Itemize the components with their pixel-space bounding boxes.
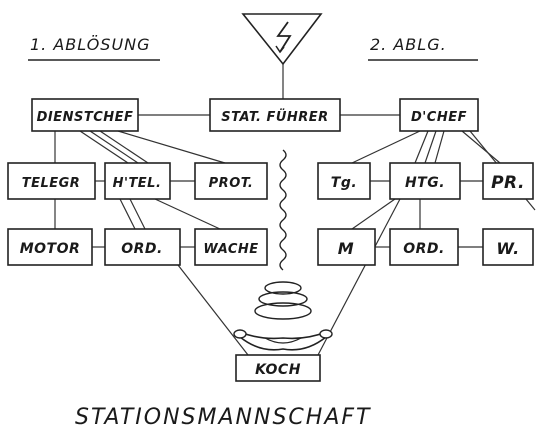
node-htg: HTG.	[389, 162, 461, 200]
heading-left: 1. ABLÖSUNG	[28, 35, 160, 61]
connector-dienstchef-htel-1	[79, 130, 129, 164]
node-dchef: D'CHEF	[399, 98, 479, 132]
node-koch-label: KOCH	[255, 362, 301, 378]
connector-dienstchef-prot	[117, 130, 226, 164]
node-stat-fuehrer: STAT. FÜHRER	[209, 98, 341, 132]
node-dchef-label: D'CHEF	[411, 110, 467, 125]
connector-dienstchef-htel-3	[99, 130, 149, 164]
connector-dchef-tg	[351, 130, 421, 164]
node-telegr: TELEGR	[7, 162, 96, 200]
node-ord-left: ORD.	[104, 228, 181, 266]
node-wache-label: WACHE	[203, 242, 258, 257]
node-ord-right: ORD.	[389, 228, 459, 266]
node-koch: KOCH	[235, 354, 321, 382]
coil-icon	[254, 281, 312, 320]
node-telegr-label: TELEGR	[22, 176, 81, 191]
node-m: M	[317, 228, 376, 266]
connector-dienstchef-htel-2	[89, 130, 139, 164]
node-wache: WACHE	[194, 228, 268, 266]
connector-dchef-htg-1	[414, 130, 429, 164]
connector-dchef-htg-2	[424, 130, 437, 164]
connector-htg-koch	[317, 198, 401, 356]
node-stat-fuehrer-label: STAT. FÜHRER	[221, 109, 328, 125]
node-tg: Tg.	[317, 162, 371, 200]
diagram-caption: STATIONSMANNSCHAFT	[75, 405, 371, 430]
node-prot-label: PROT.	[209, 176, 254, 191]
connector-htel-ord-1	[119, 198, 136, 230]
connector-htel-ord-2	[129, 198, 146, 230]
heading-right: 2. ABLG.	[368, 35, 478, 61]
node-motor-label: MOTOR	[20, 241, 81, 257]
lightning-bolt-icon	[241, 13, 323, 66]
node-dienstchef-label: DIENSTCHEF	[37, 110, 134, 125]
node-htel-label: H'TEL.	[113, 176, 162, 191]
heading-right-text: 2. ABLG.	[370, 35, 447, 54]
node-htg-label: HTG.	[405, 175, 445, 191]
node-w-label: W.	[496, 239, 519, 258]
node-tg-label: Tg.	[331, 175, 357, 191]
connector-htel-wache	[154, 198, 221, 230]
node-m-label: M	[338, 239, 354, 258]
node-dienstchef: DIENSTCHEF	[31, 98, 139, 132]
connector-dchef-pr	[461, 130, 501, 164]
node-pr-label: PR.	[491, 173, 525, 193]
node-pr: PR.	[482, 162, 534, 200]
node-w: W.	[482, 228, 534, 266]
node-ord-left-label: ORD.	[121, 241, 163, 257]
steam-squiggle	[279, 149, 287, 271]
connector-htg-m	[351, 198, 396, 230]
node-motor: MOTOR	[7, 228, 93, 266]
heading-left-text: 1. ABLÖSUNG	[30, 35, 151, 54]
sausage-icon	[233, 329, 333, 351]
node-htel: H'TEL.	[104, 162, 171, 200]
node-ord-right-label: ORD.	[403, 241, 445, 257]
connector-ord-koch	[177, 264, 249, 356]
node-prot: PROT.	[194, 162, 268, 200]
connector-dchef-htg-3	[434, 130, 445, 164]
